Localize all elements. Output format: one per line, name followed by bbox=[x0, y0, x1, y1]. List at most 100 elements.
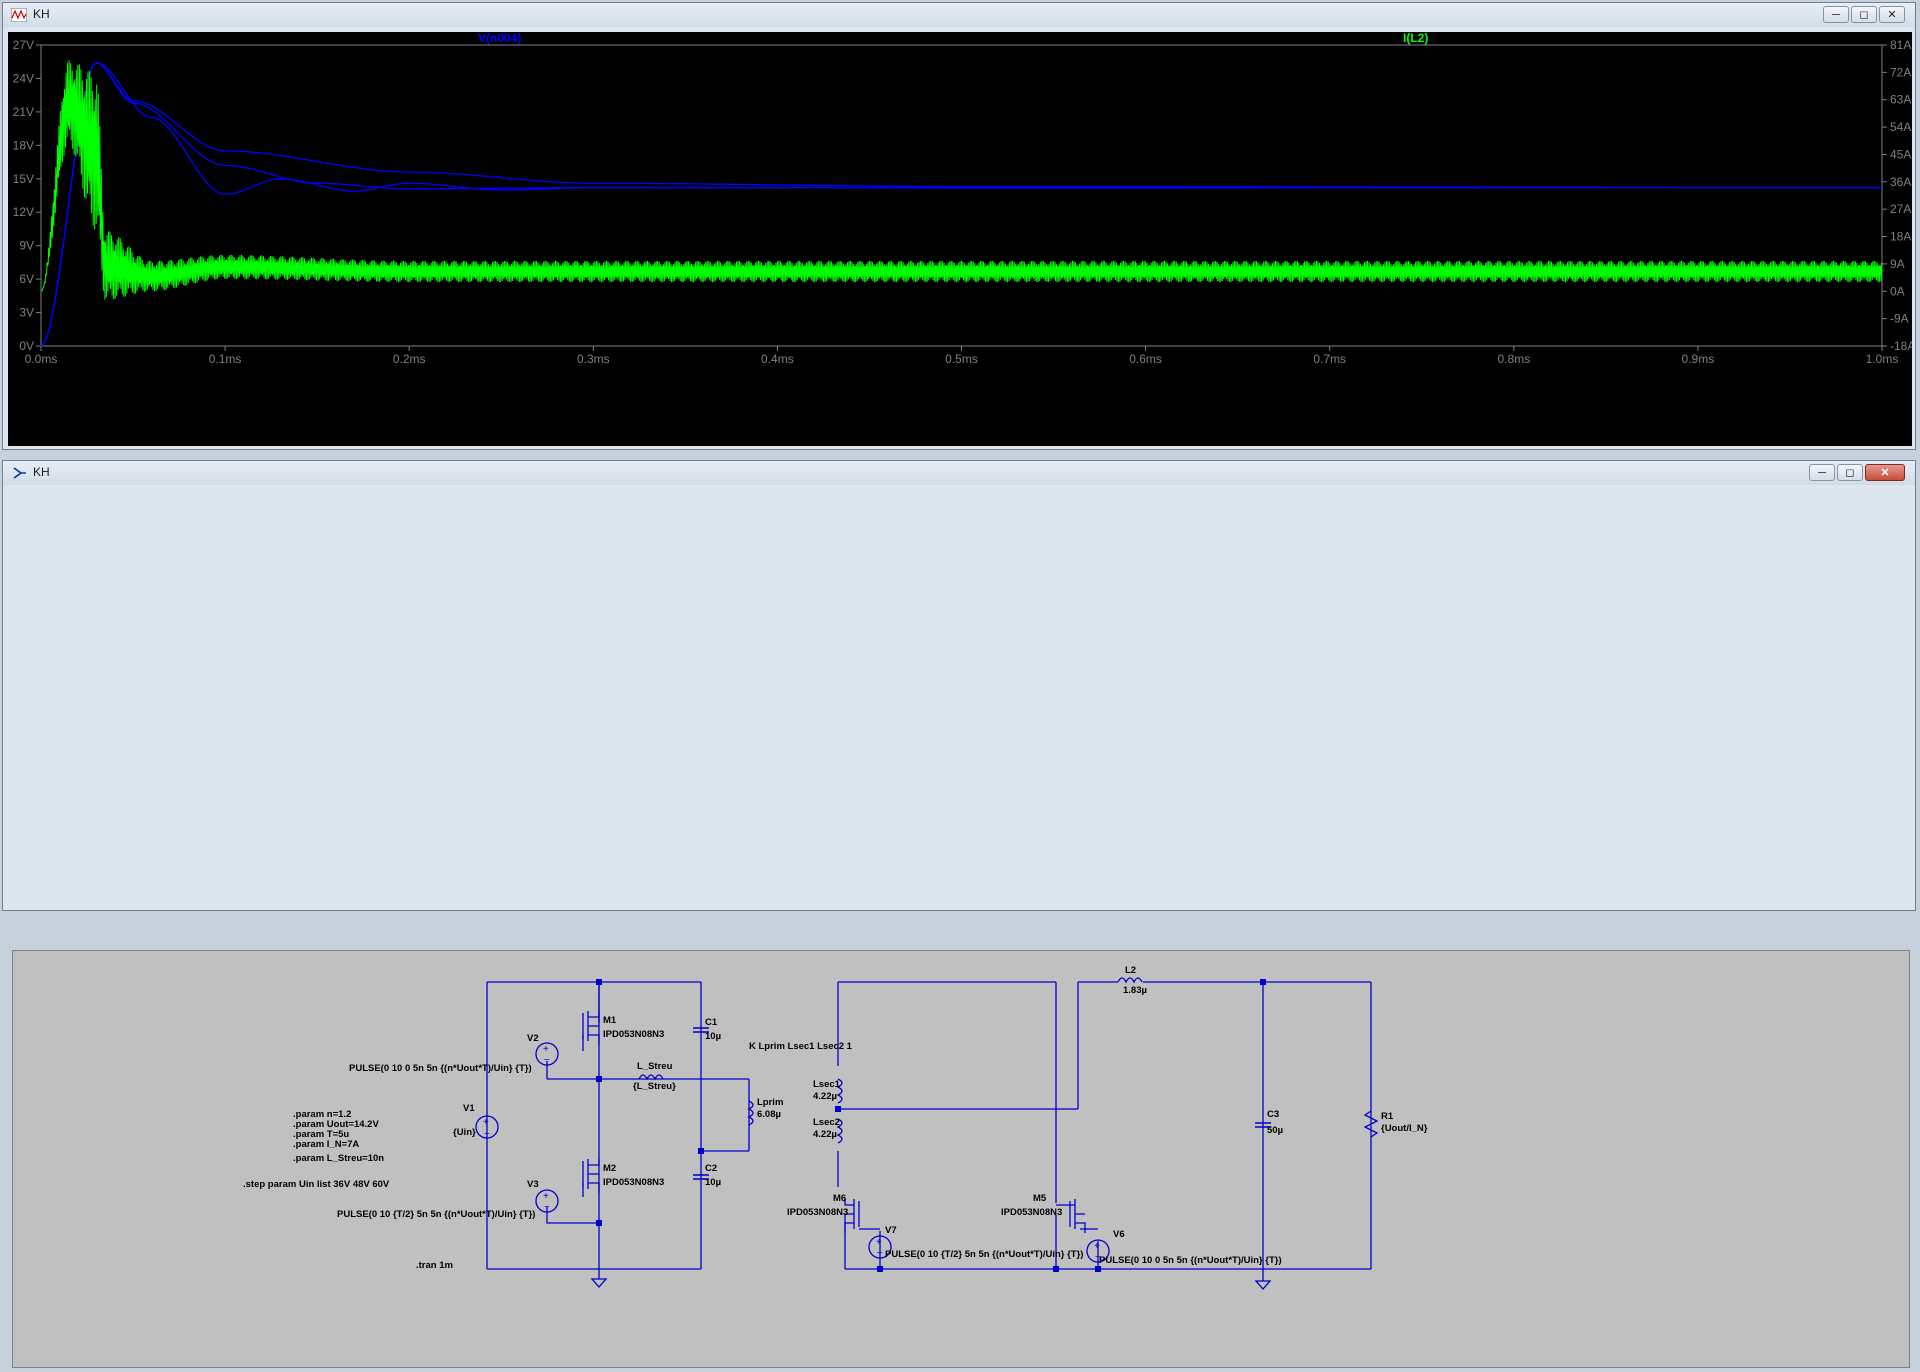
c1-value: 10µ bbox=[705, 1031, 721, 1042]
wires bbox=[486, 981, 1372, 1281]
lprim-ref: Lprim bbox=[757, 1097, 783, 1108]
waveform-window-titlebar[interactable]: KH ─ ◻ ✕ bbox=[3, 3, 1915, 27]
y-tick-label-left: 12V bbox=[13, 205, 34, 219]
l2-value: 1.83µ bbox=[1123, 985, 1147, 996]
c2-value: 10µ bbox=[705, 1177, 721, 1188]
y-tick-label-right: 36A bbox=[1890, 175, 1911, 189]
junction-dots bbox=[596, 979, 1266, 1272]
y-tick-label-left: 21V bbox=[13, 105, 34, 119]
r1-ref: R1 bbox=[1381, 1111, 1394, 1122]
y-tick-label-right: 18A bbox=[1890, 230, 1911, 244]
x-tick-label: 1.0ms bbox=[1866, 352, 1899, 366]
y-tick-label-left: 6V bbox=[19, 272, 34, 286]
v6-value: PULSE(0 10 0 5n 5n {(n*Uout*T)/Uin} {T}) bbox=[1099, 1255, 1282, 1266]
y-tick-label-right: 54A bbox=[1890, 120, 1911, 134]
coupling-directive: K Lprim Lsec1 Lsec2 1 bbox=[749, 1041, 853, 1052]
y-tick-label-left: 27V bbox=[13, 38, 34, 52]
svg-text:+: + bbox=[483, 1117, 489, 1128]
m1-ref: M1 bbox=[603, 1015, 617, 1026]
y-tick-label-right: 45A bbox=[1890, 147, 1911, 161]
waveform-app-icon bbox=[11, 8, 27, 22]
voltage-trace bbox=[40, 62, 1882, 347]
y-tick-label-right: -18A bbox=[1890, 339, 1912, 353]
l2-ref: L2 bbox=[1125, 965, 1136, 976]
ground-icon bbox=[590, 1278, 1272, 1290]
tran-directive: .tran 1m bbox=[416, 1260, 453, 1271]
c1-ref: C1 bbox=[705, 1017, 718, 1028]
voltage-trace bbox=[40, 62, 1882, 347]
y-tick-label-right: -9A bbox=[1890, 312, 1909, 326]
x-tick-label: 0.4ms bbox=[761, 352, 794, 366]
l-streu-value: {L_Streu} bbox=[633, 1081, 676, 1092]
svg-text:−: − bbox=[484, 1129, 490, 1140]
x-tick-label: 0.5ms bbox=[945, 352, 978, 366]
minimize-button[interactable]: ─ bbox=[1823, 6, 1849, 23]
v3-ref: V3 bbox=[527, 1179, 539, 1190]
svg-text:+: + bbox=[543, 1044, 549, 1055]
restore-button[interactable]: ◻ bbox=[1851, 6, 1877, 23]
minimize-button[interactable]: ─ bbox=[1809, 464, 1835, 481]
waveform-window-title: KH bbox=[33, 7, 50, 21]
y-tick-label-right: 27A bbox=[1890, 202, 1911, 216]
y-tick-label-right: 0A bbox=[1890, 284, 1905, 298]
lprim-value: 6.08µ bbox=[757, 1109, 781, 1120]
v2-value: PULSE(0 10 0 5n 5n {(n*Uout*T)/Uin} {T}) bbox=[349, 1063, 532, 1074]
svg-text:+: + bbox=[543, 1191, 549, 1202]
plot-frame bbox=[40, 44, 1883, 347]
step-directive: .step param Uin list 36V 48V 60V bbox=[243, 1179, 390, 1190]
x-tick-label: 0.3ms bbox=[577, 352, 610, 366]
schematic-window-title: KH bbox=[33, 465, 50, 479]
current-trace bbox=[40, 60, 1883, 300]
x-tick-label: 0.7ms bbox=[1313, 352, 1346, 366]
schematic-canvas[interactable]: +− +− +− +− +− bbox=[12, 950, 1910, 1368]
trace-label-voltage: V(n004) bbox=[478, 32, 521, 45]
schematic-app-icon bbox=[13, 467, 26, 479]
svg-text:−: − bbox=[544, 1055, 550, 1066]
y-tick-label-left: 24V bbox=[13, 71, 34, 85]
v3-value: PULSE(0 10 {T/2} 5n 5n {(n*Uout*T)/Uin} … bbox=[337, 1209, 535, 1220]
spice-directives: K Lprim Lsec1 Lsec2 1 .param n=1.2 .para… bbox=[243, 1041, 853, 1271]
svg-text:−: − bbox=[877, 1248, 883, 1259]
l-streu-ref: L_Streu bbox=[637, 1061, 673, 1072]
x-tick-label: 0.2ms bbox=[393, 352, 426, 366]
y-tick-label-left: 9V bbox=[19, 239, 34, 253]
m2-value: IPD053N08N3 bbox=[603, 1177, 664, 1188]
x-tick-label: 0.0ms bbox=[25, 352, 58, 366]
x-tick-label: 0.9ms bbox=[1682, 352, 1715, 366]
x-tick-label: 0.6ms bbox=[1129, 352, 1162, 366]
schematic-drawing[interactable]: +− +− +− +− +− bbox=[13, 951, 1909, 1367]
schematic-window-titlebar[interactable]: KH ─ ◻ ✕ bbox=[3, 461, 1915, 485]
param-line: .param I_N=7A bbox=[293, 1139, 359, 1150]
x-tick-label: 0.8ms bbox=[1497, 352, 1530, 366]
restore-button[interactable]: ◻ bbox=[1837, 464, 1863, 481]
trace-label-current: I(L2) bbox=[1403, 32, 1428, 45]
v7-ref: V7 bbox=[885, 1225, 897, 1236]
c3-value: 50µ bbox=[1267, 1125, 1283, 1136]
component-labels: M1 IPD053N08N3 M2 IPD053N08N3 M5 IPD053N… bbox=[337, 965, 1428, 1266]
y-tick-label-left: 0V bbox=[19, 339, 34, 353]
param-streu-line: .param L_Streu=10n bbox=[293, 1153, 384, 1164]
c2-ref: C2 bbox=[705, 1163, 717, 1174]
close-button[interactable]: ✕ bbox=[1865, 464, 1905, 481]
m6-value: IPD053N08N3 bbox=[787, 1207, 848, 1218]
y-tick-label-right: 72A bbox=[1890, 65, 1911, 79]
svg-text:+: + bbox=[1094, 1241, 1100, 1252]
inductor-icon bbox=[638, 977, 1143, 1144]
m6-ref: M6 bbox=[833, 1193, 846, 1204]
lsec2-value: 4.22µ bbox=[813, 1129, 837, 1140]
c3-ref: C3 bbox=[1267, 1109, 1279, 1120]
svg-text:+: + bbox=[876, 1237, 882, 1248]
source-polarity: +− +− +− +− +− bbox=[483, 1044, 1101, 1263]
svg-text:−: − bbox=[544, 1202, 550, 1213]
v7-value: PULSE(0 10 {T/2} 5n 5n {(n*Uout*T)/Uin} … bbox=[885, 1249, 1083, 1260]
y-tick-label-left: 18V bbox=[13, 138, 34, 152]
y-tick-label-right: 63A bbox=[1890, 93, 1911, 107]
y-tick-label-left: 3V bbox=[19, 306, 34, 320]
voltage-source-icon bbox=[475, 1042, 1110, 1263]
close-button[interactable]: ✕ bbox=[1879, 6, 1905, 23]
y-tick-label-right: 81A bbox=[1890, 38, 1911, 52]
v1-ref: V1 bbox=[463, 1103, 475, 1114]
